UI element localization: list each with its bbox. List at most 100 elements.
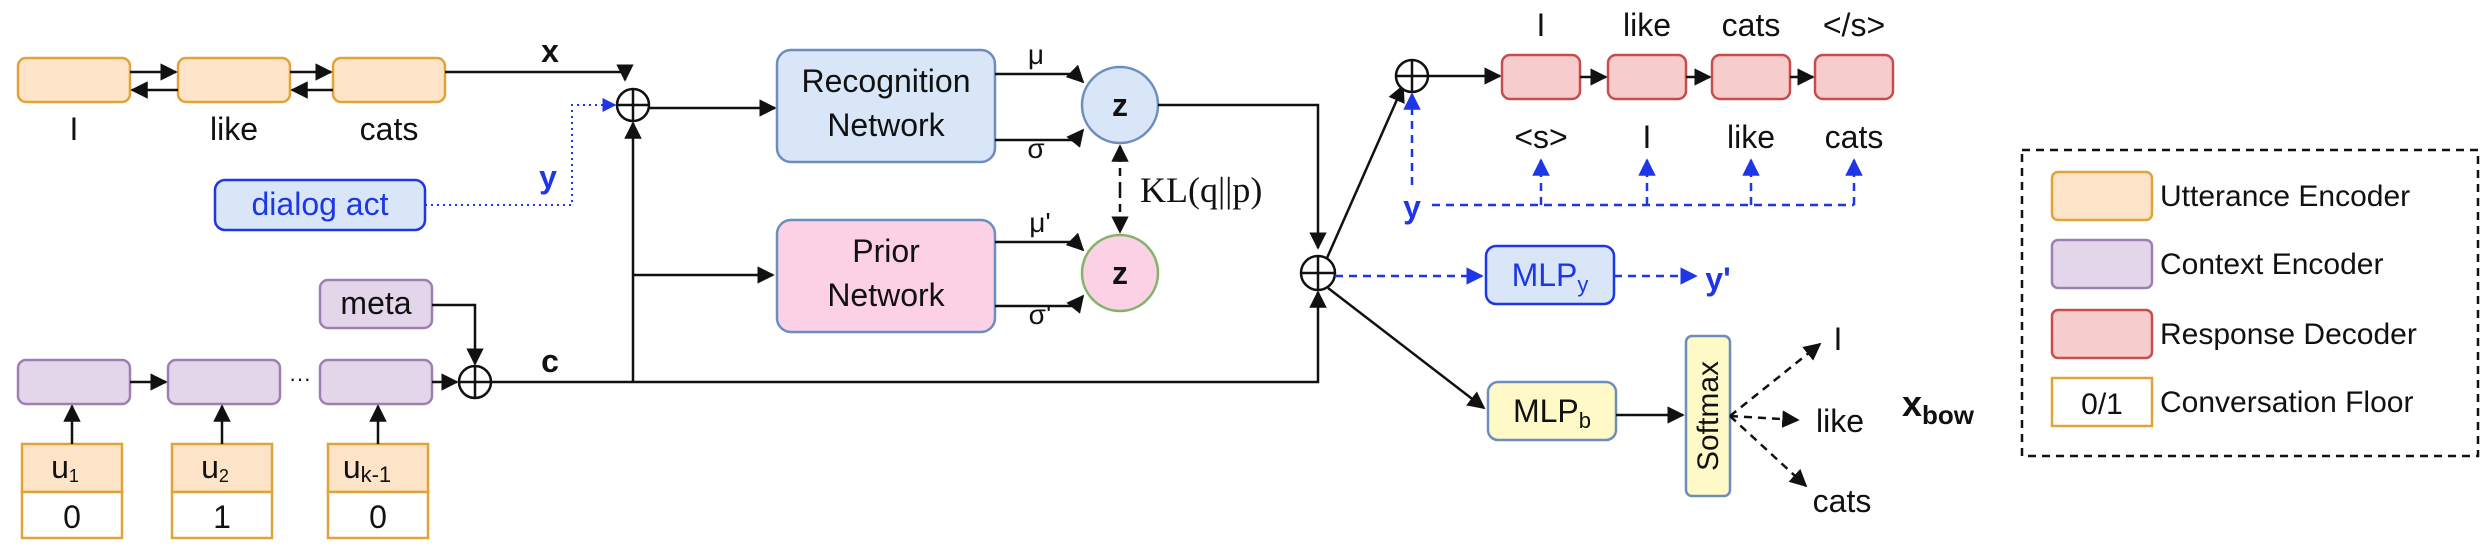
recognition-network-box xyxy=(775,48,997,164)
x-arrow xyxy=(445,64,634,82)
u1-sub: 1 xyxy=(69,466,79,486)
context-ellipsis: ··· xyxy=(289,366,311,391)
c-main-line xyxy=(491,290,1327,384)
prior-network-line2: Network xyxy=(827,277,945,313)
recognition-sigma-label: σ xyxy=(1027,133,1044,164)
legend-label-utterance: Utterance Encoder xyxy=(2160,180,2410,213)
legend-swatch-decoder xyxy=(2050,308,2154,360)
mlp-b-box xyxy=(1486,380,1618,442)
decoder-output-3: cats xyxy=(1722,7,1781,43)
legend-swatch-utterance xyxy=(2050,170,2154,222)
dialog-act-arrow xyxy=(425,98,617,206)
recognition-network-line2: Network xyxy=(827,107,945,143)
decoder-cell-2 xyxy=(1606,53,1688,101)
u2-sub: 2 xyxy=(219,466,229,486)
prior-mu-label: μ' xyxy=(1029,207,1050,238)
prior-network-box xyxy=(775,218,997,334)
legend-swatch-floor-text: 0/1 xyxy=(2081,388,2123,421)
bow-word-2: like xyxy=(1816,403,1864,439)
decoder-input-1: <s> xyxy=(1514,119,1567,155)
prior-network-line1: Prior xyxy=(852,233,920,269)
decoder-cell-3 xyxy=(1710,53,1792,101)
utterance-token-2: like xyxy=(210,111,258,147)
bow-word-3: cats xyxy=(1813,483,1872,519)
legend-label-decoder: Response Decoder xyxy=(2160,318,2417,351)
prior-sigma-label: σ' xyxy=(1029,299,1052,330)
svg-text:uk-1: uk-1 xyxy=(343,449,391,487)
utterance-cell-3 xyxy=(331,56,447,104)
decoder-y-label: y xyxy=(1403,189,1421,225)
uk-base: u xyxy=(343,449,361,485)
legend: Utterance Encoder Context Encoder Respon… xyxy=(2020,148,2480,458)
decoder-concat-node xyxy=(1394,58,1430,94)
utterance-input-2: u2 1 xyxy=(170,404,274,540)
dialog-act-label: dialog act xyxy=(252,186,389,222)
merge-node xyxy=(1299,254,1337,292)
recognition-sigma-arrow xyxy=(995,128,1085,148)
floor-value-2: 1 xyxy=(213,499,231,535)
decoder-cell-4 xyxy=(1813,53,1895,101)
softmax-to-like-arrow xyxy=(1729,410,1800,428)
legend-swatch-context xyxy=(2050,238,2154,290)
floor-value-1: 0 xyxy=(63,499,81,535)
merge-to-mlpb-arrow xyxy=(1327,287,1486,410)
softmax-to-cats-arrow xyxy=(1729,415,1808,488)
mlp-b-sub: b xyxy=(1579,408,1591,433)
utterance-cell-1 xyxy=(16,56,132,104)
svg-text:u2: u2 xyxy=(201,449,229,486)
decoder-input-4: cats xyxy=(1825,119,1884,155)
context-encoder: ··· xyxy=(16,358,459,406)
prior-z-label: z xyxy=(1112,255,1128,291)
context-cell-3 xyxy=(318,358,434,406)
recognition-mu-label: μ xyxy=(1028,39,1044,70)
y-label-encoder: y xyxy=(539,159,557,195)
z-to-merge-line xyxy=(1158,103,1327,250)
decoder-output-4: </s> xyxy=(1823,7,1885,43)
x-label: x xyxy=(541,33,559,69)
u2-base: u xyxy=(201,449,219,485)
bow-label-base: x xyxy=(1902,383,1922,424)
softmax-label: Softmax xyxy=(1692,361,1725,471)
decoder-input-2: I xyxy=(1643,119,1652,155)
prior-sigma-arrow xyxy=(995,294,1085,314)
prior-z-node xyxy=(1080,233,1160,313)
floor-value-3: 0 xyxy=(369,499,387,535)
prior-mu-arrow xyxy=(995,232,1085,252)
kl-label: KL(q||p) xyxy=(1140,170,1262,210)
mlp-b-base: MLP xyxy=(1513,393,1579,429)
uk-sub: k-1 xyxy=(361,462,392,487)
meta-arrow xyxy=(432,303,484,366)
utterance-input-1: u1 0 xyxy=(20,404,124,540)
decoder-cell-1 xyxy=(1500,53,1582,101)
concat-node-bottom xyxy=(457,364,493,400)
legend-swatch-floor xyxy=(2050,376,2154,428)
svg-text:xbow: xbow xyxy=(1902,383,1975,430)
svg-text:MLPb: MLPb xyxy=(1513,393,1591,433)
legend-frame xyxy=(2020,148,2480,458)
c-label: c xyxy=(541,343,559,379)
utterance-token-3: cats xyxy=(360,111,419,147)
utterance-input-3: uk-1 0 xyxy=(326,404,430,540)
svg-text:MLPy: MLPy xyxy=(1512,257,1589,297)
meta-label: meta xyxy=(340,285,411,321)
u1-base: u xyxy=(51,449,69,485)
mlp-y-sub: y xyxy=(1577,272,1588,297)
concat-node-top xyxy=(615,87,651,123)
utterance-cell-2 xyxy=(176,56,292,104)
bow-word-1: I xyxy=(1834,321,1843,357)
context-cell-1 xyxy=(16,358,132,406)
svg-text:u1: u1 xyxy=(51,449,79,486)
mlp-y-base: MLP xyxy=(1512,257,1578,293)
recognition-network-line1: Recognition xyxy=(802,63,971,99)
utterance-encoder: I like cats xyxy=(16,56,447,147)
decoder-output-2: like xyxy=(1623,7,1671,43)
recognition-z-label: z xyxy=(1112,87,1128,123)
context-cell-2 xyxy=(166,358,282,406)
recognition-mu-arrow xyxy=(995,64,1085,84)
utterance-token-1: I xyxy=(70,111,79,147)
legend-label-floor: Conversation Floor xyxy=(2160,386,2413,419)
softmax-to-i-arrow xyxy=(1729,342,1822,417)
decoder-output-1: I xyxy=(1537,7,1546,43)
decoder-input-3: like xyxy=(1727,119,1775,155)
